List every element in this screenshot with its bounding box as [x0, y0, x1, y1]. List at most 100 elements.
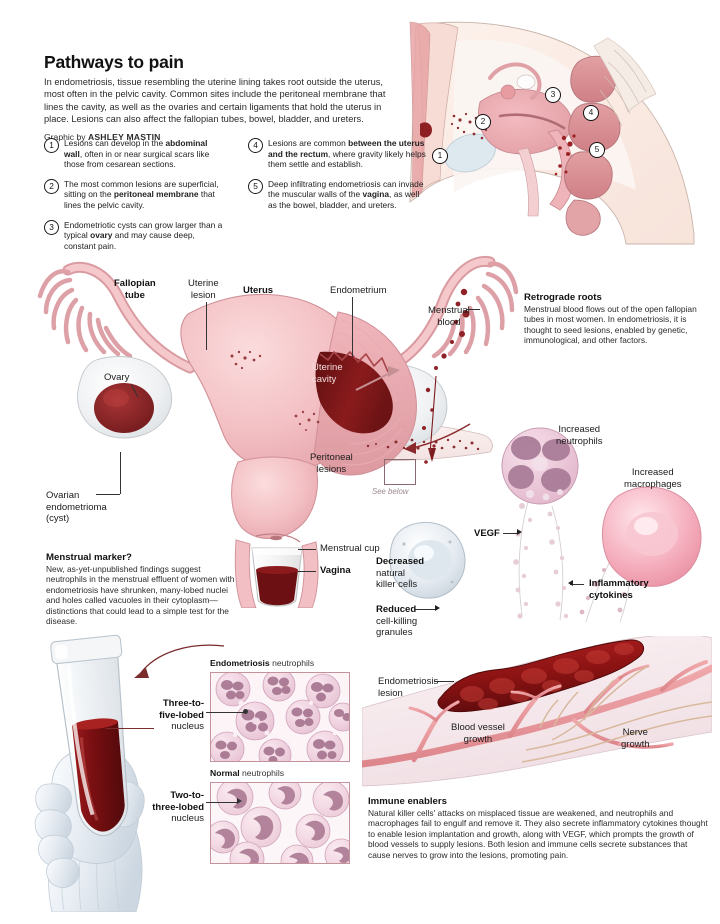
leader-endometrioma [96, 494, 120, 495]
callout-menstrual-marker: Menstrual marker? New, as-yet-unpublishe… [46, 552, 242, 626]
micrograph-title-endo-bold: Endometriosis [210, 658, 270, 668]
leader-vagina [298, 571, 316, 572]
leader-menstrual-cup [298, 549, 316, 550]
label-menstrual-cup: Menstrual cup [320, 543, 380, 554]
leader-endometrium [352, 297, 353, 357]
key-text-3: Endometriotic cysts can grow larger than… [64, 219, 223, 251]
label-ovary: Ovary [104, 372, 130, 383]
immune-cells-illustration [389, 427, 702, 623]
label-two-to-three-lobed: Two-to- three-lobed nucleus [146, 790, 204, 825]
graphic-credit: Graphic by ASHLEY MASTIN [44, 132, 404, 143]
see-below-note: See below [372, 487, 409, 496]
anatomy-marker-3: 3 [545, 87, 561, 103]
key-text-2: The most common lesions are superficial,… [64, 178, 219, 210]
micrograph-title-endo-rest: neutrophils [269, 658, 315, 668]
micrograph-title-endometriosis: Endometriosis neutrophils [210, 658, 314, 668]
leader-granules-arrow [435, 605, 440, 611]
callout-marker-body: New, as-yet-unpublished findings suggest… [46, 564, 235, 627]
callout-retrograde-body: Menstrual blood flows out of the open fa… [524, 304, 697, 346]
micrograph-panel-endometriosis [210, 672, 350, 762]
key-item-1: 1 Lesions can develop in the abdominal wa… [44, 138, 224, 170]
leader-two-to-three-arrow [237, 798, 242, 804]
label-endometriosis-lesion: Endometriosis lesion [378, 676, 439, 699]
label-reduced-bold: Reduced [376, 604, 417, 615]
page-title: Pathways to pain [44, 52, 184, 72]
label-three-to-five-rest: nucleus [171, 721, 204, 732]
callout-immune-body: Natural killer cells' attacks on misplac… [368, 808, 708, 860]
key-badge-2: 2 [44, 178, 59, 194]
micrograph-panel-normal [210, 782, 350, 864]
label-blood-vessel-growth: Blood vessel growth [451, 722, 505, 745]
leader-cytokines [570, 584, 584, 585]
credit-prefix: Graphic by [44, 132, 88, 143]
label-uterine-lesion: Uterine lesion [188, 278, 219, 301]
label-ovarian-endometrioma: Ovarian endometrioma (cyst) [46, 490, 107, 524]
leader-vegf-arrow [517, 529, 522, 535]
anatomy-marker-5: 5 [589, 142, 605, 158]
key-item-2: 2 The most common lesions are superficial… [44, 178, 224, 211]
callout-immune-enablers: Immune enablers Natural killer cells' at… [368, 796, 708, 860]
label-increased-macrophages: Increased macrophages [624, 467, 682, 490]
label-endometrium: Endometrium [330, 285, 387, 296]
label-uterus: Uterus [243, 285, 274, 296]
credit-name: ASHLEY MASTIN [87, 132, 161, 143]
micrograph-title-normal: Normal neutrophils [210, 768, 284, 778]
key-badge-3: 3 [44, 219, 59, 235]
label-decreased-nk-rest: natural killer cells [376, 567, 418, 591]
micrograph-title-normal-bold: Normal [210, 768, 240, 778]
label-decreased-nk-bold: Decreased [376, 556, 425, 567]
label-uterine-cavity: Uterine cavity [312, 362, 343, 385]
key-badge-4: 4 [248, 138, 263, 153]
label-menstrual-blood: Menstrual blood [428, 305, 470, 328]
anatomy-marker-1: 1 [432, 148, 448, 164]
callout-marker-heading: Menstrual marker? [46, 552, 132, 563]
label-fallopian-tube: Fallopian tube [114, 278, 156, 301]
leader-cytokines-arrow [568, 580, 573, 586]
key-text-4: Lesions are common between the uterus an… [268, 138, 426, 170]
label-two-to-three-rest: nucleus [171, 813, 204, 824]
callout-retrograde-roots: Retrograde roots Menstrual blood flows o… [524, 292, 700, 346]
key-item-4: 4 Lesions are common between the uterus a… [248, 138, 428, 170]
key-badge-5: 5 [248, 178, 263, 194]
key-item-5: 5 Deep infiltrating endometriosis can inv… [248, 178, 428, 211]
label-reduced-rest: cell-killing granules [376, 615, 418, 639]
label-increased-neutrophils: Increased neutrophils [556, 424, 603, 447]
key-column-right: 4 Lesions are common between the uterus a… [248, 138, 428, 220]
label-three-to-five-bold: Three-to- five-lobed [159, 698, 204, 721]
key-badge-1: 1 [44, 138, 59, 153]
leader-endometrioma-v [120, 452, 121, 494]
label-vagina: Vagina [320, 565, 351, 576]
label-three-to-five-lobed: Three-to- five-lobed nucleus [152, 698, 204, 733]
page-deck: In endometriosis, tissue resembling the … [44, 77, 386, 124]
label-reduced-granules: Reduced cell-killing granules [376, 604, 417, 639]
key-text-1: Lesions can develop in the abdominal wal… [64, 138, 210, 170]
anatomy-marker-2: 2 [475, 114, 491, 130]
leader-uterine-lesion [206, 302, 207, 350]
key-item-3: 3 Endometriotic cysts can grow larger tha… [44, 219, 224, 252]
callout-immune-heading: Immune enablers [368, 796, 447, 807]
label-vegf: VEGF [474, 528, 500, 539]
label-decreased-nk: Decreased natural killer cells [376, 556, 424, 591]
sagittal-pelvis-illustration [409, 21, 695, 245]
callout-retrograde-heading: Retrograde roots [524, 292, 602, 303]
leader-ovary [131, 384, 139, 398]
label-peritoneal-lesions: Peritoneal lesions [310, 452, 353, 475]
key-text-5: Deep infiltrating endometriosis can inva… [268, 178, 424, 210]
peritoneal-roi-box [384, 459, 416, 485]
label-inflammatory-cytokines: Inflammatory cytokines [589, 578, 649, 601]
leader-two-to-three [206, 802, 238, 803]
leader-tube-to-panel [106, 728, 154, 729]
key-column-left: 1 Lesions can develop in the abdominal wa… [44, 138, 224, 260]
anatomy-marker-4: 4 [583, 105, 599, 121]
gloved-hand-tube-illustration [34, 634, 145, 912]
label-two-to-three-bold: Two-to- three-lobed [152, 790, 204, 813]
header-block: Pathways to pain In endometriosis, tissu… [44, 52, 404, 143]
lesion-vessel-nerve-illustration [362, 636, 712, 787]
label-nerve-growth: Nerve growth [621, 727, 650, 750]
leader-reduced-granules [414, 609, 436, 610]
micrograph-title-normal-rest: neutrophils [239, 768, 285, 778]
leader-vegf [503, 533, 518, 534]
leader-menstrual-blood [466, 309, 480, 310]
leader-three-to-five-dot [243, 709, 248, 714]
